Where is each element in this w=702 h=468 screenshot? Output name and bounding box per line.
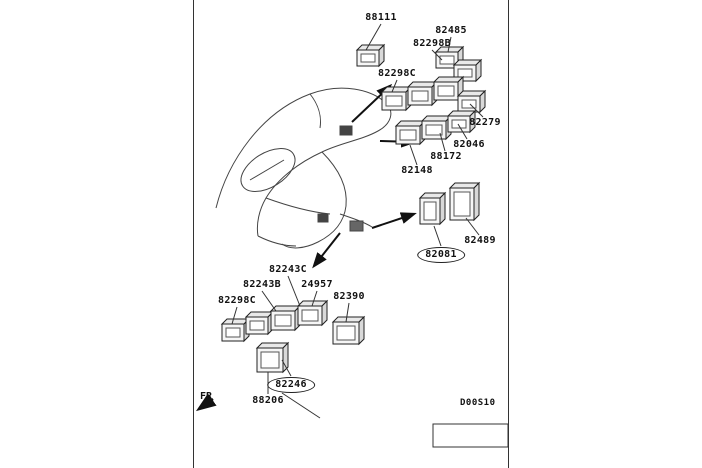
- switch-part: [420, 114, 453, 141]
- dashboard-illustration: [215, 87, 392, 249]
- switch-part: [331, 315, 366, 346]
- misc-lines: [281, 392, 321, 419]
- switch-part: [456, 89, 487, 114]
- switch-part: [380, 85, 413, 112]
- leader-line: [287, 275, 301, 307]
- switch-part: [452, 58, 483, 83]
- console-mounted-switch-2: [349, 220, 364, 232]
- dash-mounted-switch: [339, 125, 353, 136]
- switch-part: [255, 341, 290, 374]
- switch-part: [418, 191, 447, 226]
- leader-line: [439, 132, 446, 152]
- leader-line: [465, 217, 480, 236]
- leader-line: [431, 49, 443, 61]
- leader-line: [457, 123, 468, 140]
- page-frame: [193, 0, 509, 468]
- leader-line: [433, 225, 442, 247]
- leader-line: [231, 306, 238, 325]
- title-block: [432, 423, 509, 448]
- switch-part: [434, 45, 465, 70]
- switch-part: [446, 109, 477, 134]
- arrow-to-bottom-group: [312, 232, 341, 269]
- switch-part: [406, 80, 439, 107]
- leader-line: [281, 359, 292, 377]
- leader-lines: [231, 23, 484, 394]
- fr-direction-arrow-icon: [195, 393, 217, 412]
- pointer-arrows: [195, 83, 417, 412]
- leader-line: [311, 290, 318, 307]
- arrow-to-middle-group: [371, 212, 417, 229]
- leader-line: [409, 144, 418, 166]
- switch-part: [448, 181, 481, 222]
- leader-line: [391, 79, 398, 93]
- switch-part: [355, 43, 386, 68]
- switch-part: [220, 317, 251, 343]
- console-mounted-switch: [317, 213, 329, 223]
- switch-part: [244, 310, 275, 336]
- leader-line: [261, 290, 277, 312]
- leader-line: [365, 23, 382, 51]
- switch-part: [296, 299, 329, 327]
- switch-part: [394, 119, 427, 146]
- leader-line: [345, 302, 350, 323]
- leader-line: [469, 103, 484, 118]
- leader-line: [447, 36, 452, 53]
- switch-parts: [220, 43, 487, 374]
